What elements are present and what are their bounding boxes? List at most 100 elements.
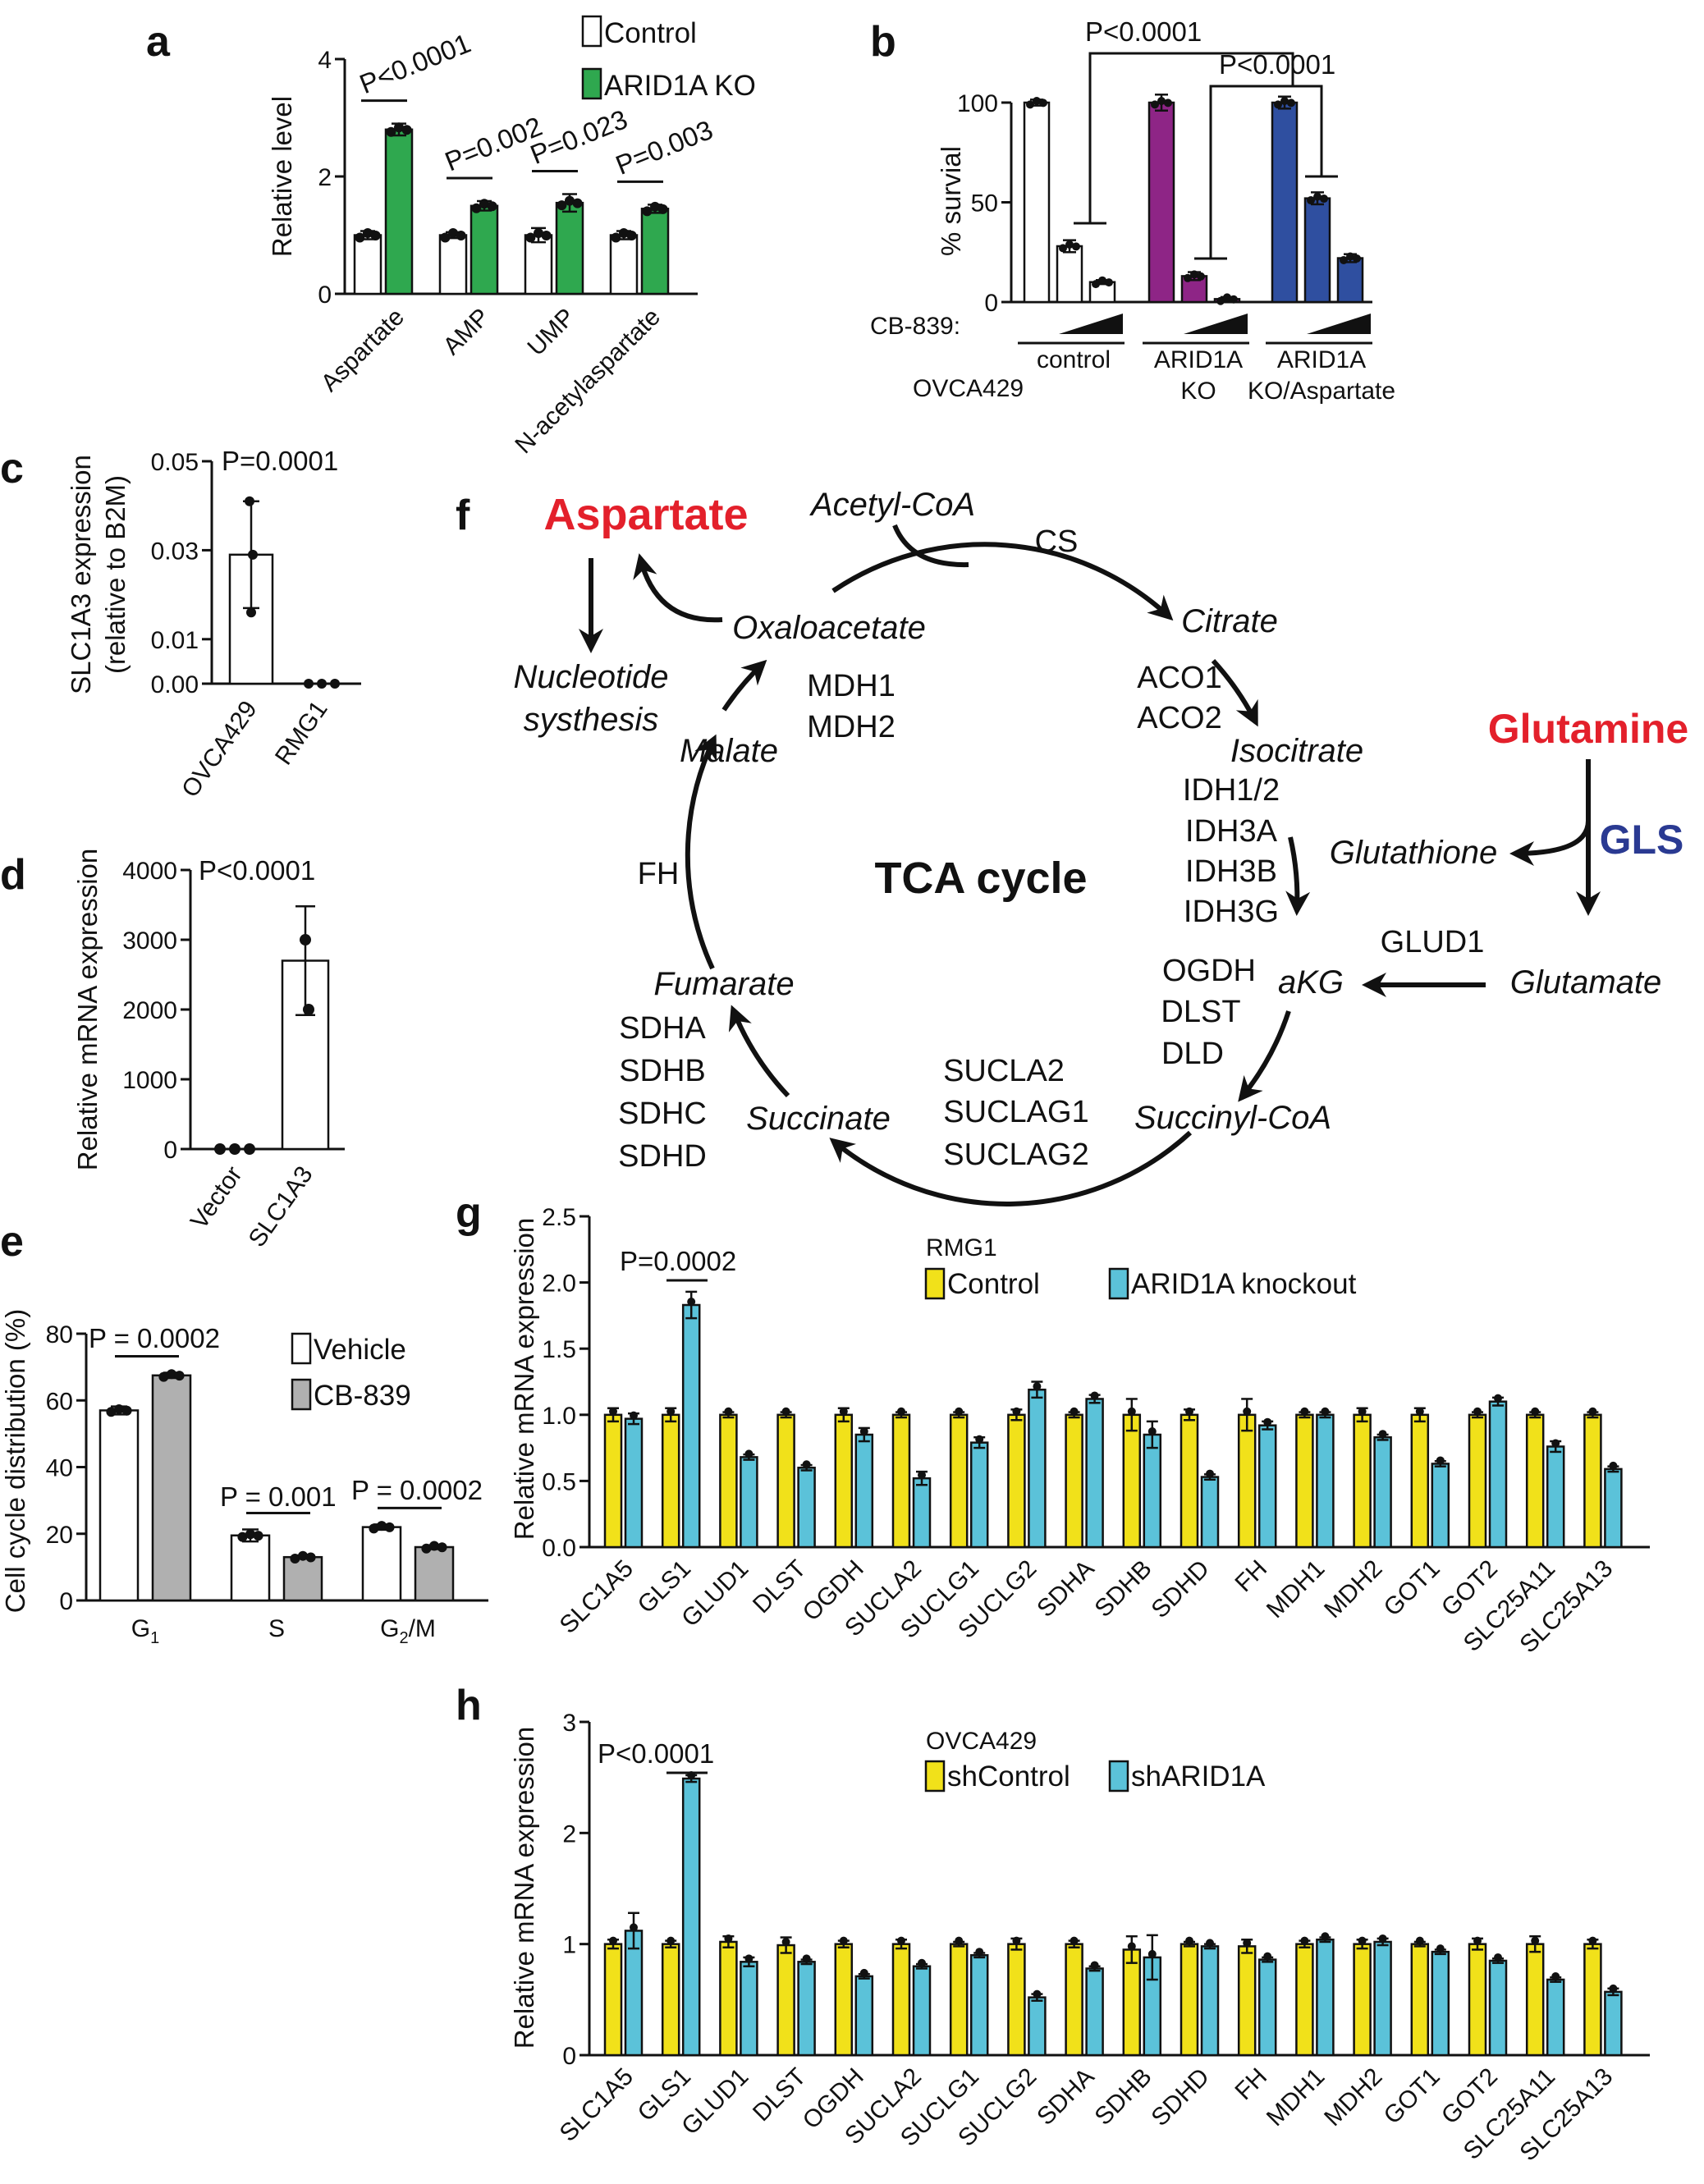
- h-data-point: [918, 1958, 926, 1967]
- g-data-point: [666, 1407, 676, 1416]
- b-y-axis-label: % survial: [936, 146, 966, 256]
- e-data-point: [369, 1523, 379, 1534]
- e-p-value: P = 0.0002: [351, 1475, 483, 1505]
- g-data-point: [1473, 1407, 1482, 1416]
- mdh2-label: MDH2: [807, 710, 896, 744]
- h-data-point: [1588, 1936, 1597, 1945]
- d-y-axis-label: Relative mRNA expression: [72, 849, 103, 1171]
- a-data-point: [541, 231, 552, 240]
- succinate-label: Succinate: [746, 1101, 891, 1137]
- h-bar: [1007, 1943, 1026, 2057]
- b-data-point: [1216, 296, 1225, 305]
- b-group-label: ARID1A: [1154, 346, 1243, 373]
- e-bar: [230, 1534, 271, 1602]
- c-p-value: P=0.0001: [222, 446, 338, 476]
- b-data-point: [1072, 242, 1080, 251]
- h-data-point: [1358, 1936, 1367, 1945]
- b-data-point: [1092, 280, 1100, 289]
- h-data-point: [1300, 1936, 1309, 1945]
- h-data-point: [1436, 1944, 1445, 1953]
- a-data-point: [565, 195, 575, 206]
- g-x-tick-label: MDH1: [1262, 1555, 1330, 1623]
- a-y-axis-label: Relative level: [267, 96, 297, 257]
- e-data-point: [174, 1371, 185, 1381]
- g-data-point: [1012, 1407, 1021, 1416]
- b-data-point: [1320, 195, 1328, 204]
- g-bar: [1180, 1413, 1199, 1549]
- arc-isocitrate-akg: [1285, 836, 1311, 916]
- c-data-point: [330, 679, 340, 689]
- g-bar: [1143, 1433, 1162, 1549]
- b-data-point: [1307, 196, 1315, 205]
- h-bar: [681, 1777, 701, 2057]
- a-data-point: [370, 231, 381, 240]
- g-y-tick-label: 0.5: [542, 1468, 576, 1495]
- g-data-point: [1494, 1394, 1502, 1403]
- g-bar: [949, 1413, 969, 1549]
- d-p-value: P<0.0001: [199, 855, 315, 886]
- a-bar: [438, 234, 468, 295]
- b-group-label: ARID1A: [1277, 346, 1366, 373]
- c-x-tick-label: OVCA429: [176, 696, 263, 803]
- d-x-tick-label: SLC1A3: [244, 1161, 318, 1252]
- b-data-point: [1164, 98, 1172, 108]
- g-bar: [1546, 1445, 1565, 1549]
- a-data-point: [642, 206, 653, 217]
- g-data-point: [781, 1407, 790, 1416]
- e-data-point: [377, 1521, 387, 1532]
- aco1-label: ACO1: [1137, 661, 1221, 695]
- h-bar: [740, 1961, 758, 2057]
- h-bar: [949, 1943, 969, 2057]
- a-bar: [384, 128, 414, 295]
- e-legend-cb839: CB-839: [314, 1380, 411, 1412]
- d-y-tick-label: 4000: [122, 858, 177, 885]
- h-data-point: [1263, 1952, 1272, 1961]
- e-bar: [414, 1545, 455, 1602]
- h-x-tick-label: SDHA: [1032, 2063, 1099, 2131]
- g-bar: [1604, 1467, 1623, 1549]
- a-data-point: [619, 228, 629, 238]
- h-data-point: [839, 1936, 848, 1945]
- e-data-point: [237, 1532, 248, 1542]
- e-legend-swatch: [291, 1378, 312, 1411]
- g-y-tick-label: 1.0: [542, 1403, 576, 1430]
- panel-label-a: a: [146, 18, 171, 66]
- g-data-point: [955, 1407, 964, 1416]
- h-x-tick-label: GOT1: [1379, 2063, 1445, 2130]
- g-data-point: [1609, 1461, 1618, 1470]
- b-significance-bracket: [1209, 85, 1323, 259]
- g-y-tick-label: 0.0: [542, 1535, 576, 1562]
- g-bar: [661, 1413, 680, 1549]
- h-bar: [1180, 1943, 1199, 2057]
- h-data-point: [1147, 1949, 1157, 1958]
- a-data-point: [626, 231, 637, 240]
- c-y-tick-label: 0.03: [151, 538, 199, 565]
- e-y-tick-label: 60: [46, 1388, 73, 1415]
- h-data-point: [1185, 1936, 1193, 1945]
- g-data-point: [1243, 1407, 1252, 1416]
- d-y-tick-label: 3000: [122, 927, 177, 955]
- c-data-point: [245, 496, 254, 506]
- b-data-point: [1059, 244, 1067, 253]
- c-y-axis-label: SLC1A3 expression: [66, 455, 96, 694]
- e-data-point: [106, 1407, 117, 1417]
- g-bar: [1431, 1463, 1450, 1549]
- b-y-tick-label: 100: [957, 90, 998, 117]
- g-data-point: [1300, 1407, 1309, 1416]
- g-data-point: [1147, 1426, 1157, 1435]
- b-treatment-label: CB-839:: [870, 313, 960, 340]
- d-data-point: [214, 1143, 226, 1155]
- g-data-point: [1070, 1407, 1079, 1416]
- e-p-value: P = 0.001: [220, 1481, 337, 1512]
- g-x-tick-label: GOT1: [1379, 1555, 1445, 1622]
- e-bar: [151, 1374, 192, 1602]
- b-bar: [1336, 257, 1364, 304]
- h-y-tick-label: 2: [562, 1820, 576, 1847]
- h-bar: [834, 1943, 854, 2057]
- h-bar: [1065, 1943, 1083, 2057]
- a-x-tick-label: N-acetylaspartate: [510, 304, 666, 460]
- b-data-point: [1313, 192, 1322, 201]
- arrow-acetylcoa: [892, 524, 969, 568]
- e-bar: [282, 1555, 323, 1602]
